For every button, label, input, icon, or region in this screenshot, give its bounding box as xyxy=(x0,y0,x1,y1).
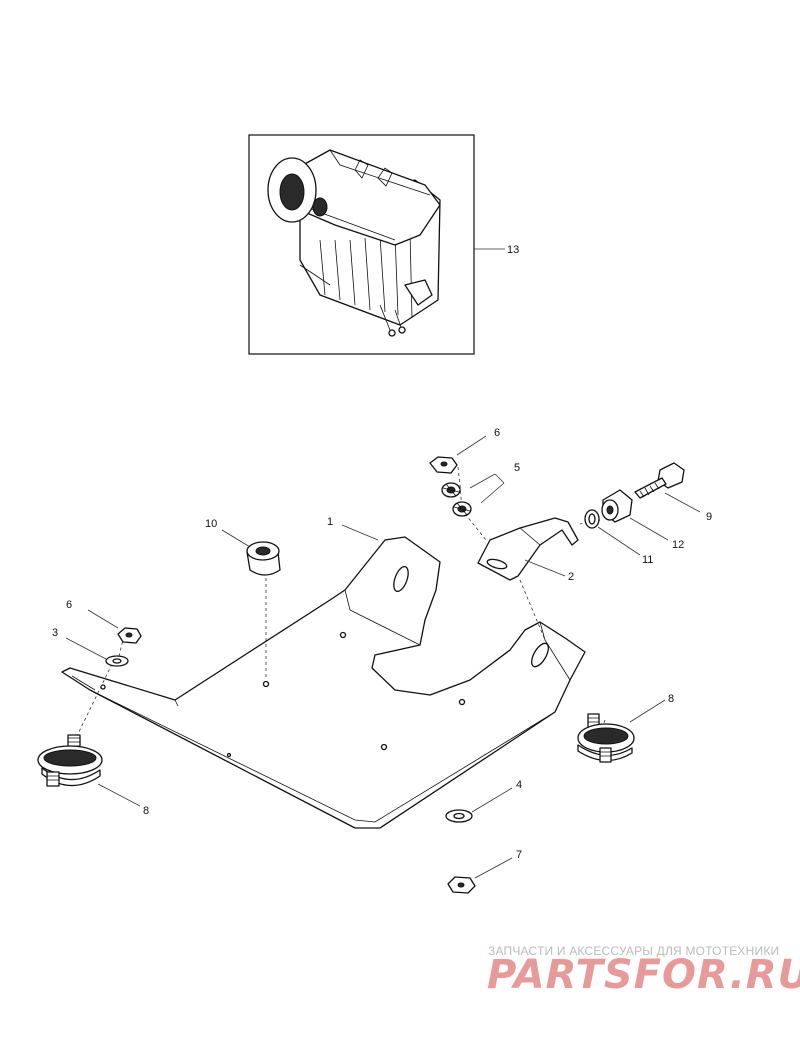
bolt: 9 xyxy=(634,462,712,523)
nut-left: 6 xyxy=(66,599,142,644)
callout-7: 7 xyxy=(516,849,522,861)
rubber-mount-right: 8 xyxy=(577,693,674,763)
callout-6-top: 6 xyxy=(494,427,500,439)
washer-left: 3 xyxy=(52,627,129,667)
engine-illustration xyxy=(267,149,441,337)
callout-9: 9 xyxy=(706,511,712,523)
mounting-plate: 1 xyxy=(61,516,586,829)
washer-bottom: 4 xyxy=(445,779,522,823)
callout-8-right: 8 xyxy=(668,693,674,705)
callout-1: 1 xyxy=(327,516,333,528)
callout-13: 13 xyxy=(507,244,519,256)
callout-8-left: 8 xyxy=(143,805,149,817)
nut-top: 6 xyxy=(429,427,500,474)
serrated-washers: 5 xyxy=(441,462,520,517)
bracket: 2 xyxy=(477,517,579,583)
callout-10: 10 xyxy=(205,518,217,530)
callout-4: 4 xyxy=(516,779,522,791)
engine-inset: 13 xyxy=(248,134,519,355)
rubber-spacer: 10 xyxy=(205,518,281,576)
nut-bottom: 7 xyxy=(447,849,522,894)
watermark-tagline: ЗАПЧАСТИ И АКСЕССУАРЫ ДЛЯ МОТОТЕХНИКИ xyxy=(488,944,780,958)
spacer: 12 xyxy=(601,489,684,551)
watermark-logo: PARTSFOR.RU xyxy=(487,952,800,998)
callout-5: 5 xyxy=(514,462,520,474)
callout-3: 3 xyxy=(52,627,58,639)
rubber-mount-left: 8 xyxy=(37,734,149,817)
callout-11: 11 xyxy=(642,554,653,566)
callout-12: 12 xyxy=(672,539,684,551)
lock-washer: 11 xyxy=(584,509,653,566)
callout-6-left: 6 xyxy=(66,599,72,611)
callout-2: 2 xyxy=(568,571,574,583)
